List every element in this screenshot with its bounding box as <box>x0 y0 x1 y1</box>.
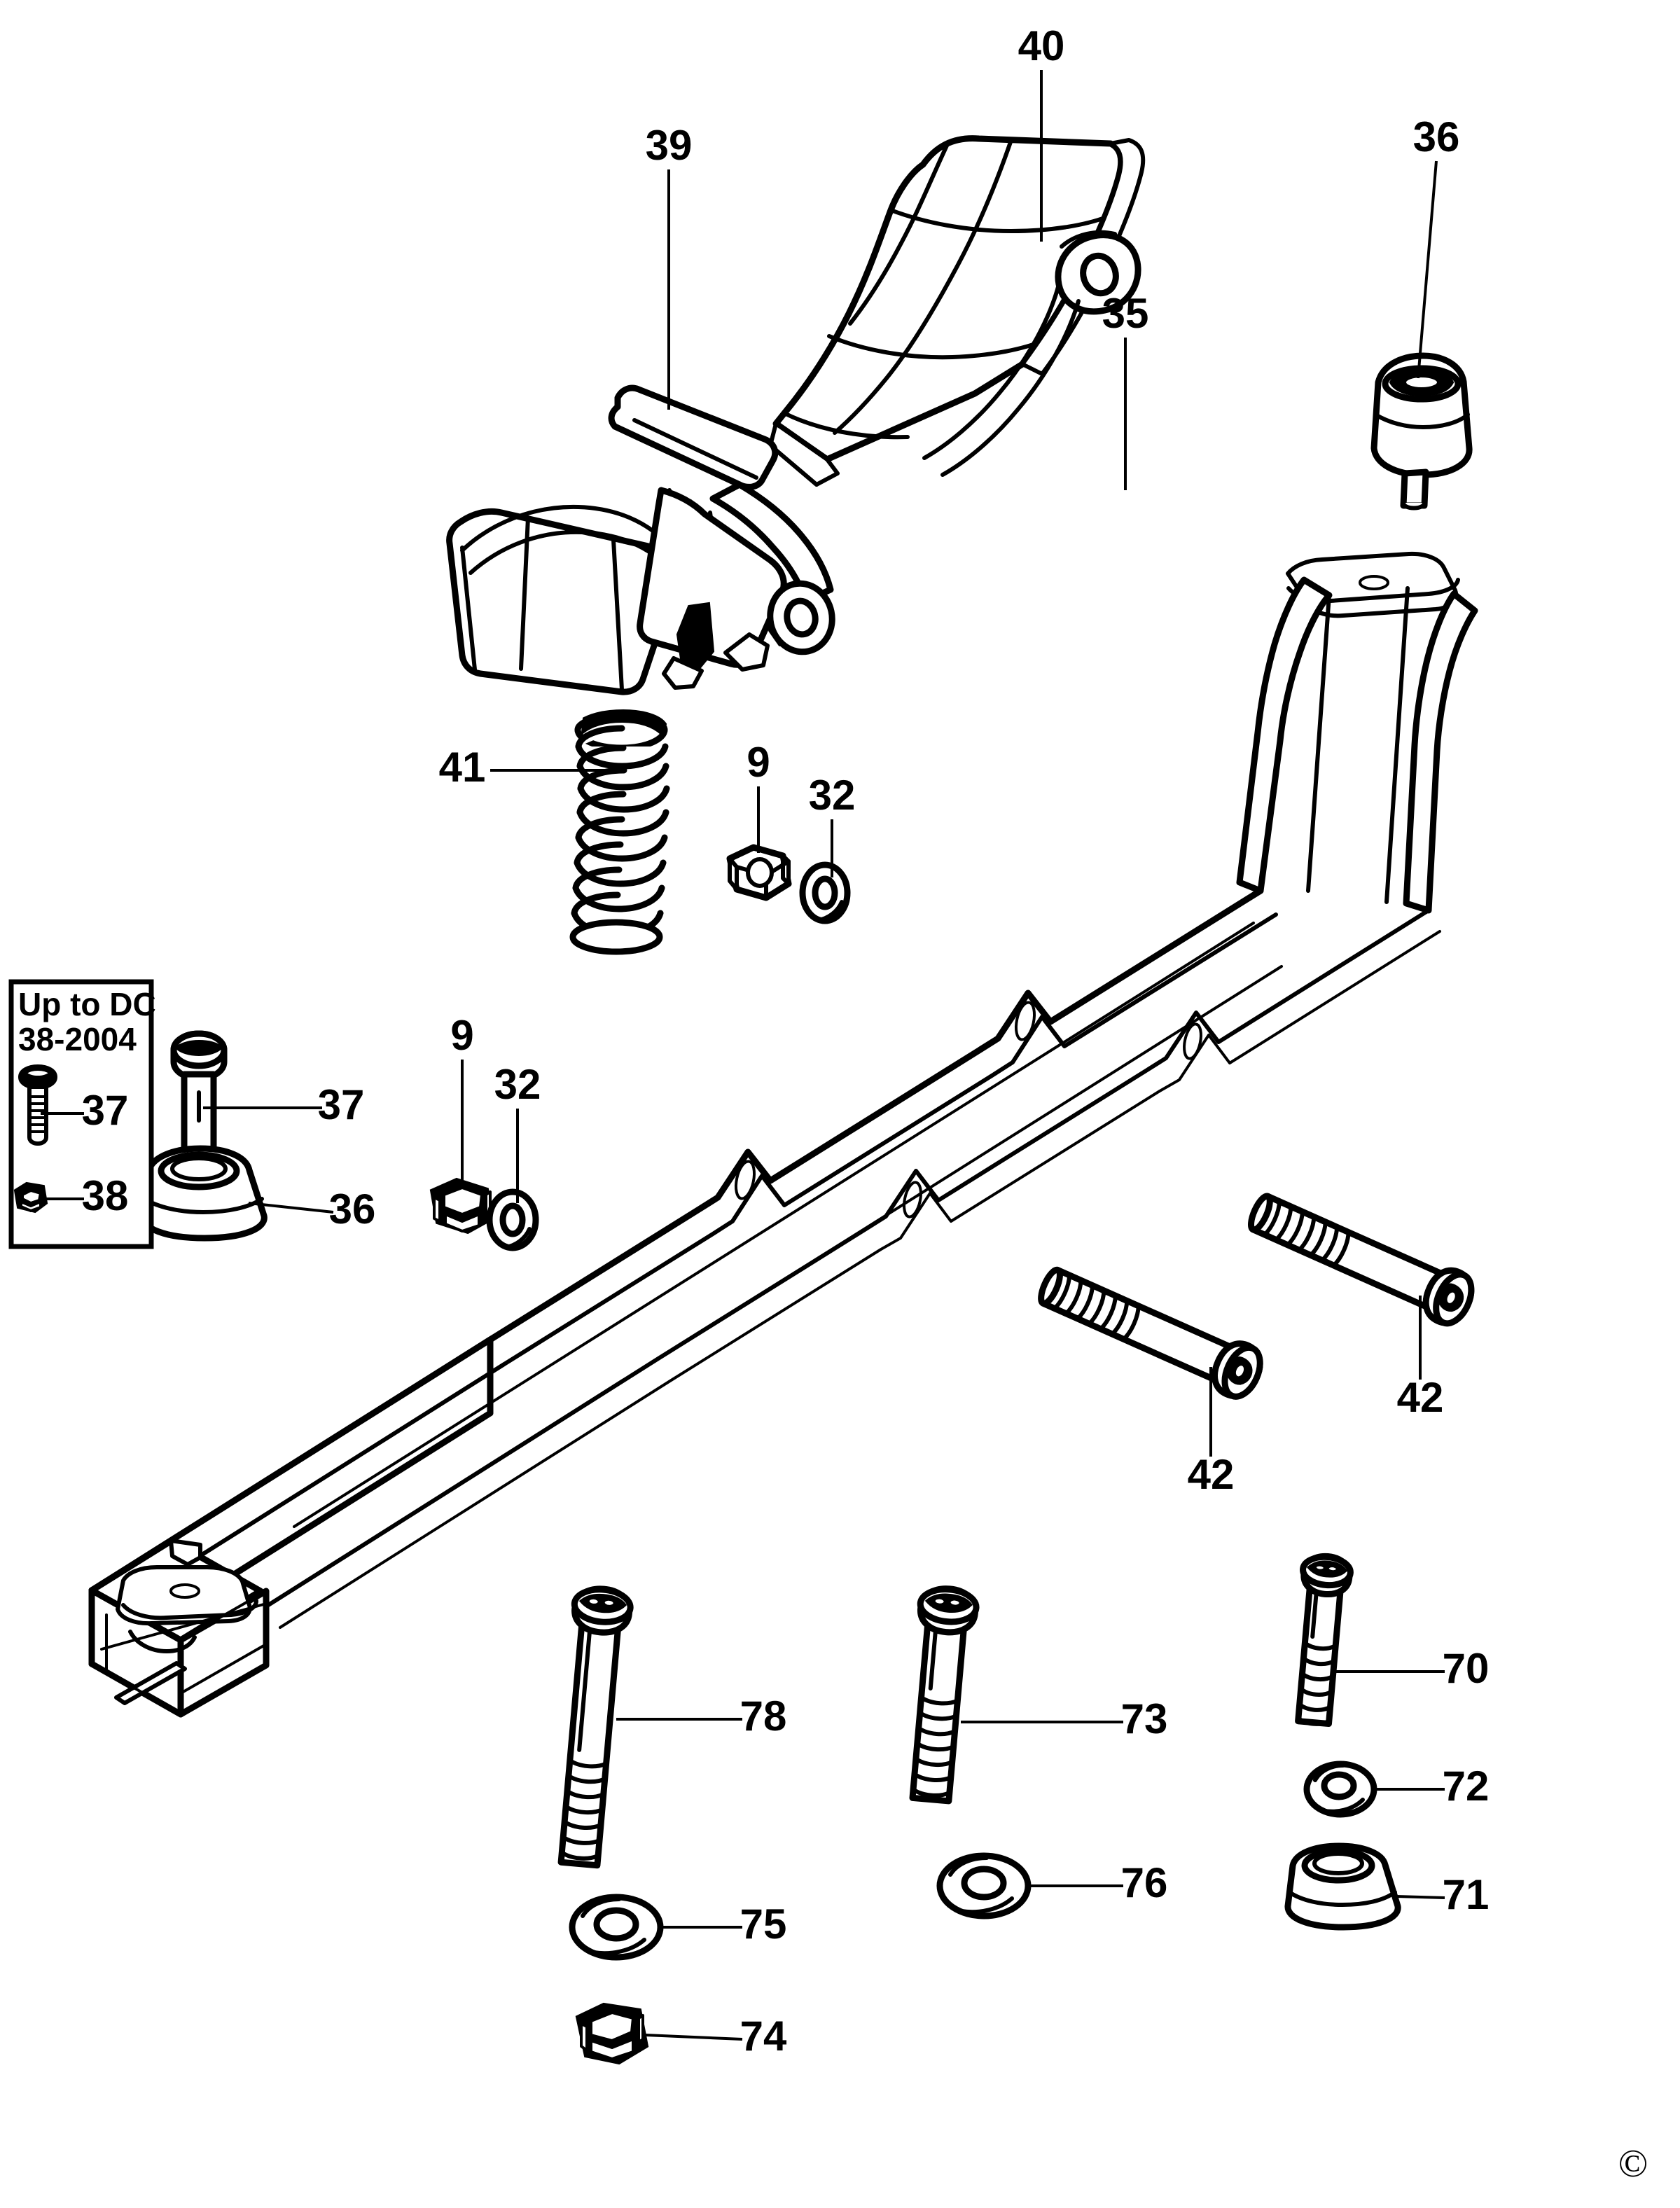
callout-76: 76 <box>1121 1859 1168 1906</box>
leader-74 <box>645 2034 743 2041</box>
part-42-socket-bolt-left <box>1038 1266 1263 1400</box>
callout-74: 74 <box>740 2013 787 2060</box>
callout-42-left: 42 <box>1188 1451 1235 1498</box>
callout-leaders <box>41 70 1445 2041</box>
callout-41: 41 <box>439 744 486 791</box>
callout-numbers: 40 39 36 35 41 9 32 9 32 37 36 42 42 78 … <box>82 22 1490 2060</box>
callout-70: 70 <box>1443 1645 1490 1692</box>
part-70-short-bolt <box>1295 1553 1354 1728</box>
part-78-long-bolt <box>557 1585 634 1869</box>
callout-32-lower: 32 <box>494 1061 541 1108</box>
part-76-washer <box>936 1852 1032 1919</box>
note-nut-38 <box>13 1181 48 1214</box>
leader-36-left <box>248 1202 334 1214</box>
part-35-frame-rail <box>88 551 1478 1718</box>
leader-71 <box>1396 1895 1445 1899</box>
part-73-medium-bolt <box>909 1585 980 1805</box>
note-box-line1: Up to DC <box>18 986 156 1022</box>
callout-73: 73 <box>1121 1695 1168 1742</box>
callout-9-upper: 9 <box>747 739 770 786</box>
callout-75: 75 <box>740 1901 787 1947</box>
callout-36-top: 36 <box>1413 113 1460 160</box>
leader-36-top <box>1417 160 1438 379</box>
note-box: Up to DC 38-2004 <box>8 979 156 1249</box>
part-42-socket-bolt-right <box>1248 1193 1475 1327</box>
note-screw-37 <box>18 1064 58 1146</box>
part-36-rubber-bumper-with-stem <box>1370 352 1473 511</box>
callout-note-38: 38 <box>82 1172 129 1219</box>
callout-35: 35 <box>1102 290 1149 337</box>
part-32-washer-upper <box>799 861 851 924</box>
callout-72: 72 <box>1443 1763 1490 1810</box>
part-32-washer-lower <box>486 1188 539 1251</box>
callout-32-upper: 32 <box>809 772 856 819</box>
callout-39: 39 <box>646 122 693 169</box>
callout-71: 71 <box>1443 1871 1490 1918</box>
part-36-rubber-foot-left <box>139 1145 268 1242</box>
part-39-pedal-latch-assembly <box>446 384 835 695</box>
copyright-mark: © <box>1618 2142 1648 2186</box>
part-41-compression-spring <box>569 709 670 955</box>
callout-42-right: 42 <box>1397 1374 1444 1421</box>
part-9-hex-nut-upper <box>726 844 792 901</box>
callout-78: 78 <box>740 1693 787 1740</box>
callout-36-left: 36 <box>329 1186 376 1233</box>
part-40-hinge-eye <box>1055 230 1141 315</box>
part-71-rubber-foot <box>1284 1842 1401 1931</box>
part-40-cover-plate-bracket <box>768 135 1146 487</box>
callout-40: 40 <box>1018 22 1065 69</box>
callout-37-exterior: 37 <box>318 1081 365 1128</box>
part-75-washer <box>569 1894 664 1961</box>
part-72-washer <box>1303 1761 1377 1818</box>
callout-note-37: 37 <box>82 1087 129 1134</box>
note-box-line2: 38-2004 <box>18 1021 137 1057</box>
part-74-hex-nut <box>575 2002 649 2065</box>
part-39-pivot-eye <box>767 580 835 655</box>
callout-9-lower: 9 <box>450 1012 473 1059</box>
part-9-hex-nut-lower <box>429 1177 495 1235</box>
